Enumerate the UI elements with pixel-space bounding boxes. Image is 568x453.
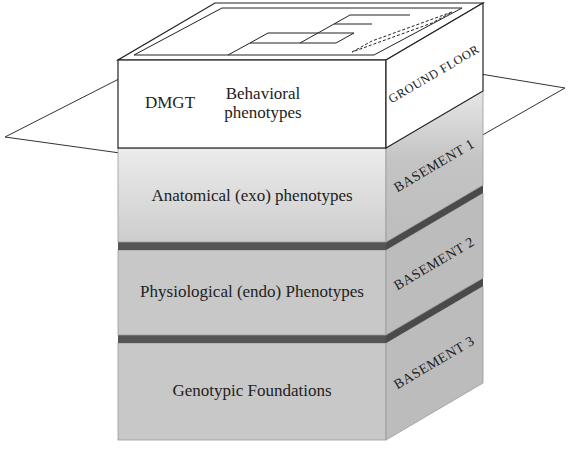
layer-title: Behavioral phenotypes <box>203 84 323 122</box>
slab <box>118 242 386 250</box>
floor-plan <box>134 8 462 55</box>
basement-block: Anatomical (exo) phenotypesBASEMENT 1 <box>118 148 386 242</box>
layer-title: Genotypic Foundations <box>137 381 367 400</box>
side-face <box>386 3 483 148</box>
layer-title: Anatomical (exo) phenotypes <box>137 186 367 205</box>
slab <box>118 335 386 343</box>
front-face <box>118 343 386 440</box>
ground-floor-block: DMGTBehavioral phenotypesGROUND FLOOR <box>118 60 386 148</box>
front-face <box>118 148 386 242</box>
layer-title: Physiological (endo) Phenotypes <box>137 282 367 301</box>
basement-block: Physiological (endo) PhenotypesBASEMENT … <box>118 250 386 335</box>
front-face <box>118 250 386 335</box>
basement-block: Genotypic FoundationsBASEMENT 3 <box>118 343 386 440</box>
layer-title: DMGT <box>125 93 215 112</box>
front-face <box>118 60 386 148</box>
